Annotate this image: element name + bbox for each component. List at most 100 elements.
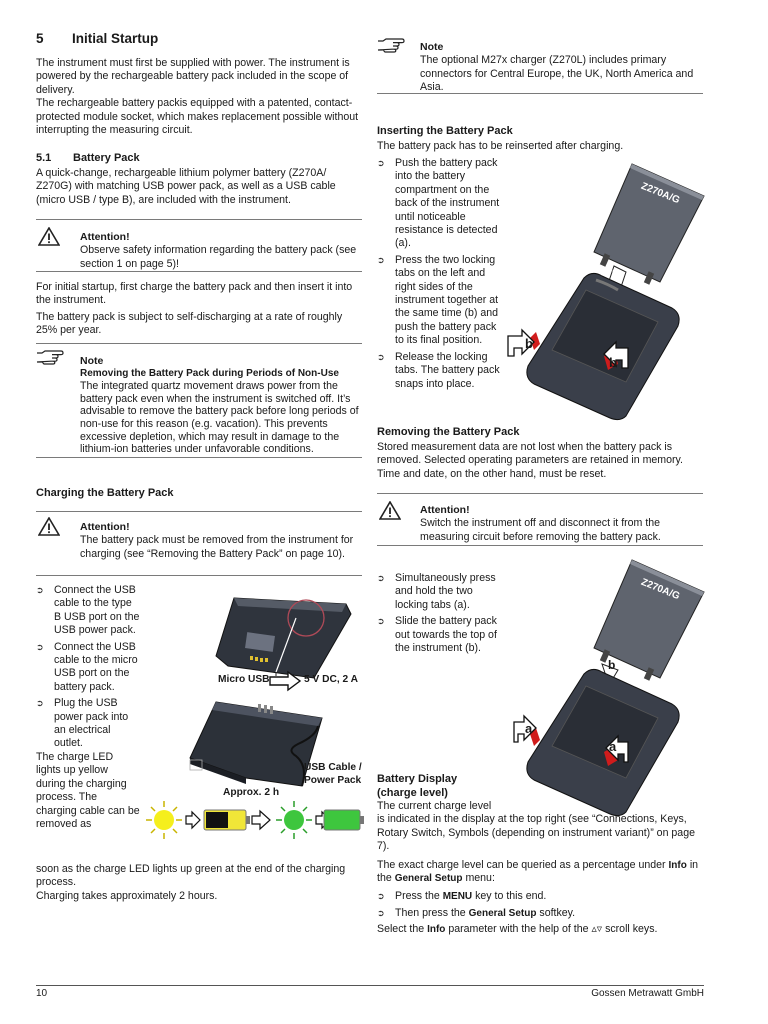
divider	[377, 493, 703, 494]
attention-text: Observe safety information regarding the…	[80, 244, 357, 270]
divider	[36, 457, 362, 458]
company-name: Gossen Metrawatt GmbH	[591, 988, 704, 999]
step-letter-e: e	[612, 266, 619, 278]
warning-icon	[378, 500, 402, 525]
step-letter-b: b	[525, 336, 533, 351]
subsection-number: 5.1	[36, 152, 52, 164]
led-charge-sequence	[144, 800, 366, 845]
section-heading: 5 Initial Startup	[36, 31, 158, 46]
dc-output-label: 5 V DC, 2 A	[304, 674, 358, 685]
divider	[36, 271, 362, 272]
charge-led-text: The charge LED lights up yellow during t…	[36, 750, 140, 830]
divider	[36, 219, 362, 220]
list-item: ➲Connect the USB cable to the micro USB …	[36, 640, 138, 693]
yellow-led-icon	[146, 801, 182, 839]
battery-display-text: The current charge level is indicated in…	[377, 800, 707, 937]
bullet-arrow-icon: ➲	[377, 891, 385, 902]
bullet-arrow-icon: ➲	[36, 698, 44, 709]
list-item: ➲Press the two locking tabs on the left …	[377, 253, 499, 347]
divider	[377, 93, 703, 94]
charge-text-continued: soon as the charge LED lights up green a…	[36, 863, 366, 903]
attention-text: The battery pack must be removed from th…	[80, 534, 354, 560]
section-title: Initial Startup	[72, 31, 159, 46]
attention-box-3: Attention! Switch the instrument off and…	[420, 504, 704, 544]
attention-title: Attention!	[80, 231, 130, 243]
remove-steps-list: ➲Simultaneously press and hold the two l…	[377, 572, 501, 655]
list-item: ➲Connect the USB cable to the type B USB…	[36, 584, 140, 637]
bullet-arrow-icon: ➲	[36, 585, 44, 595]
step-letter-a: a	[525, 721, 533, 736]
attention-title: Attention!	[80, 521, 130, 533]
footer-divider	[36, 985, 704, 986]
charging-heading: Charging the Battery Pack	[36, 487, 174, 499]
approx-time-label: Approx. 2 h	[223, 787, 280, 798]
list-item: ➲Plug the USB power pack into an electri…	[36, 697, 129, 750]
bullet-arrow-icon: ➲	[377, 616, 385, 627]
note-subtitle: Removing the Battery Pack during Periods…	[80, 367, 339, 379]
note-text: The integrated quartz movement draws pow…	[80, 380, 359, 456]
scroll-arrows-icon: ▵▿	[591, 923, 603, 936]
remove-paragraph: Stored measurement data are not lost whe…	[377, 441, 683, 480]
list-item: ➲Push the battery pack into the battery …	[377, 157, 500, 250]
list-item: ➲Then press the General Setup softkey.	[377, 906, 576, 919]
note-box-1: Note Removing the Battery Pack during Pe…	[80, 355, 364, 456]
startup-paragraph-1: For initial startup, first charge the ba…	[36, 281, 353, 307]
charge-steps-list: ➲Connect the USB cable to the type B USB…	[36, 584, 140, 831]
startup-text: For initial startup, first charge the ba…	[36, 281, 362, 338]
attention-text: Switch the instrument off and disconnect…	[420, 517, 661, 543]
divider	[36, 575, 362, 576]
bullet-arrow-icon: ➲	[377, 573, 385, 583]
divider	[36, 511, 362, 512]
note-title: Note	[420, 41, 444, 53]
intro-paragraph-1: The instrument must first be supplied wi…	[36, 57, 350, 96]
divider	[36, 343, 362, 344]
charging-illustration	[189, 597, 352, 787]
select-paragraph: Select the Info parameter with the help …	[377, 923, 658, 936]
battery-display-heading: Battery Display (charge level)	[377, 773, 458, 799]
bullet-arrow-icon: ➲	[377, 254, 385, 265]
attention-box-2: Attention! The battery pack must be remo…	[80, 521, 364, 561]
green-led-icon	[276, 801, 312, 839]
step-letter-a: a	[609, 739, 617, 754]
divider	[377, 545, 703, 546]
insert-figure	[506, 160, 710, 422]
bullet-arrow-icon: ➲	[36, 641, 44, 652]
remove-heading: Removing the Battery Pack	[377, 426, 520, 438]
note-title: Note	[80, 355, 104, 367]
warning-icon	[37, 226, 61, 251]
subsection-title: Battery Pack	[73, 152, 140, 164]
display-paragraph-1a: The current charge level	[377, 800, 492, 812]
pointing-hand-icon	[36, 349, 64, 370]
bullet-arrow-icon: ➲	[377, 351, 385, 362]
attention-box-1: Attention! Observe safety information re…	[80, 231, 362, 271]
battery-paragraph: A quick-change, rechargeable lithium pol…	[36, 167, 336, 206]
warning-icon	[37, 516, 61, 541]
charge-time-text: Charging takes approximately 2 hours.	[36, 889, 218, 902]
list-item: ➲Press the MENU key to this end.	[377, 890, 547, 903]
display-paragraph-2: The exact charge level can be queried as…	[377, 858, 699, 885]
intro-text: The instrument must first be supplied wi…	[36, 57, 362, 137]
remove-figure	[506, 556, 710, 818]
note-box-2: Note The optional M27x charger (Z270L) i…	[420, 41, 704, 95]
pointing-hand-icon	[377, 37, 405, 58]
list-item: ➲Simultaneously press and hold the two l…	[377, 572, 496, 611]
step-letter-b: b	[608, 658, 616, 672]
micro-usb-label: Micro USB	[218, 674, 270, 685]
insert-heading: Inserting the Battery Pack	[377, 125, 513, 137]
arrow-right-icon	[268, 670, 302, 697]
list-item: ➲Slide the battery pack out towards the …	[377, 615, 497, 655]
intro-paragraph-2: The rechargeable battery packis equipped…	[36, 97, 359, 137]
bullet-arrow-icon: ➲	[377, 158, 385, 168]
note-text: The optional M27x charger (Z270L) includ…	[420, 54, 694, 94]
page-number: 10	[36, 988, 48, 999]
charge-led-text-2: soon as the charge LED lights up green a…	[36, 863, 346, 889]
startup-paragraph-2: The battery pack is subject to self-disc…	[36, 310, 343, 337]
insert-intro: The battery pack has to be reinserted af…	[377, 140, 624, 152]
section-number: 5	[36, 31, 44, 46]
insert-steps-list: ➲Push the battery pack into the battery …	[377, 157, 501, 391]
attention-title: Attention!	[420, 504, 470, 516]
display-paragraph-1b: is indicated in the display at the top r…	[377, 813, 695, 853]
battery-full-icon	[323, 809, 364, 831]
battery-charging-icon	[203, 809, 250, 831]
subsection-heading: 5.1 Battery Pack	[36, 152, 140, 164]
